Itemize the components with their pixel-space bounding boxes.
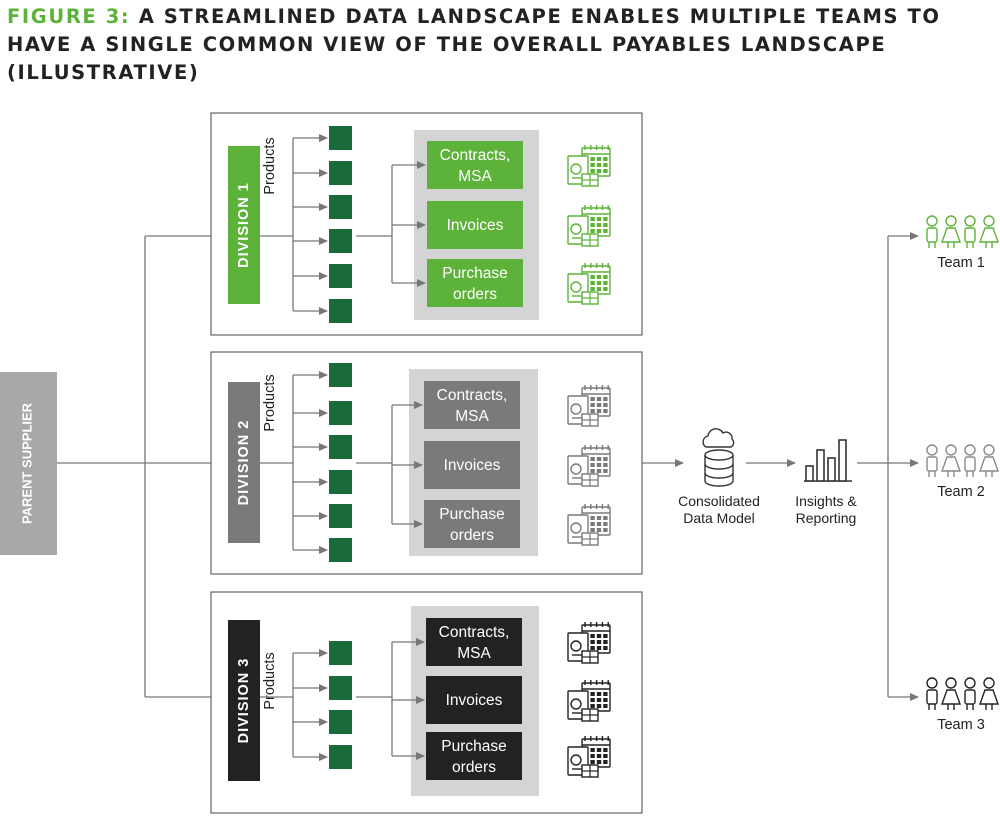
division-2-bar xyxy=(228,382,260,543)
person-icon xyxy=(979,444,999,477)
doc-label: Invoices xyxy=(444,457,501,474)
insights-label-line1: Insights & xyxy=(795,493,857,509)
doc-label-line2: orders xyxy=(452,759,496,776)
consolidated-label-line2: Data Model xyxy=(683,510,755,526)
division-3-bar xyxy=(228,620,260,781)
team-2-people-icon xyxy=(926,444,999,477)
document-calendar-icon xyxy=(567,504,611,546)
product-square xyxy=(329,538,352,562)
team-3-people-icon xyxy=(926,677,999,710)
doc-box xyxy=(427,259,523,307)
doc-label-line2: MSA xyxy=(458,168,492,185)
products-label-1: Products xyxy=(262,137,278,194)
product-square xyxy=(329,676,352,700)
team-1-label: Team 1 xyxy=(937,255,985,271)
product-square xyxy=(329,161,352,185)
division-1-bar xyxy=(228,146,260,304)
person-icon xyxy=(926,444,938,477)
document-calendar-icon xyxy=(567,736,611,778)
doc-box xyxy=(426,618,522,666)
doc-box xyxy=(427,141,523,189)
document-calendar-icon xyxy=(567,622,611,664)
parent-supplier-block xyxy=(0,372,57,555)
product-square xyxy=(329,264,352,288)
doc-box xyxy=(426,732,522,780)
doc-label-line2: MSA xyxy=(457,645,491,662)
insights-label-line2: Reporting xyxy=(796,510,857,526)
team-1-people-icon xyxy=(926,215,999,248)
bar-chart-icon xyxy=(804,439,852,482)
division-3-label: DIVISION 3 xyxy=(236,658,252,744)
figure-title: FIGURE 3: A STREAMLINED DATA LANDSCAPE E… xyxy=(7,3,997,87)
doc-label-line2: orders xyxy=(453,286,497,303)
products-label-3: Products xyxy=(262,652,278,709)
doc-box xyxy=(424,441,520,489)
product-square xyxy=(329,745,352,769)
document-calendar-icon xyxy=(567,445,611,487)
doc-box xyxy=(426,676,522,724)
product-square xyxy=(329,401,352,425)
person-icon xyxy=(926,677,938,710)
product-square xyxy=(329,504,352,528)
doc-box xyxy=(427,201,523,249)
doc-label-line1: Contracts, xyxy=(437,387,508,404)
product-square xyxy=(329,229,352,253)
document-calendar-icon xyxy=(567,145,611,187)
cloud-database-icon xyxy=(702,428,735,487)
doc-label-line1: Contracts, xyxy=(439,624,510,641)
team-2-label: Team 2 xyxy=(937,484,985,500)
product-square xyxy=(329,299,352,323)
person-icon xyxy=(964,444,976,477)
product-square xyxy=(329,641,352,665)
division-2-label: DIVISION 2 xyxy=(236,420,252,506)
doc-label-line1: Purchase xyxy=(439,506,504,523)
product-square xyxy=(329,363,352,387)
figure-title-text: A STREAMLINED DATA LANDSCAPE ENABLES MUL… xyxy=(7,5,941,84)
doc-label-line2: orders xyxy=(450,527,494,544)
parent-supplier-label: PARENT SUPPLIER xyxy=(19,402,34,524)
doc-label-line1: Contracts, xyxy=(440,147,511,164)
product-square xyxy=(329,126,352,150)
person-icon xyxy=(941,444,961,477)
team-3-label: Team 3 xyxy=(937,717,985,733)
person-icon xyxy=(941,677,961,710)
person-icon xyxy=(979,677,999,710)
person-icon xyxy=(964,677,976,710)
doc-label-line1: Purchase xyxy=(442,265,507,282)
product-square xyxy=(329,435,352,459)
person-icon xyxy=(941,215,961,248)
document-calendar-icon xyxy=(567,680,611,722)
doc-label-line2: MSA xyxy=(455,408,489,425)
doc-box xyxy=(424,381,520,429)
doc-label: Invoices xyxy=(447,217,504,234)
doc-label-line1: Purchase xyxy=(441,738,506,755)
product-square xyxy=(329,470,352,494)
consolidated-label-line1: Consolidated xyxy=(678,493,760,509)
product-square xyxy=(329,195,352,219)
document-calendar-icon xyxy=(567,263,611,305)
product-square xyxy=(329,710,352,734)
person-icon xyxy=(964,215,976,248)
person-icon xyxy=(926,215,938,248)
document-calendar-icon xyxy=(567,205,611,247)
figure-label: FIGURE 3: xyxy=(7,5,131,28)
document-calendar-icon xyxy=(567,385,611,427)
doc-label: Invoices xyxy=(446,692,503,709)
products-label-2: Products xyxy=(262,374,278,431)
doc-box xyxy=(424,500,520,548)
person-icon xyxy=(979,215,999,248)
division-1-label: DIVISION 1 xyxy=(236,182,252,268)
